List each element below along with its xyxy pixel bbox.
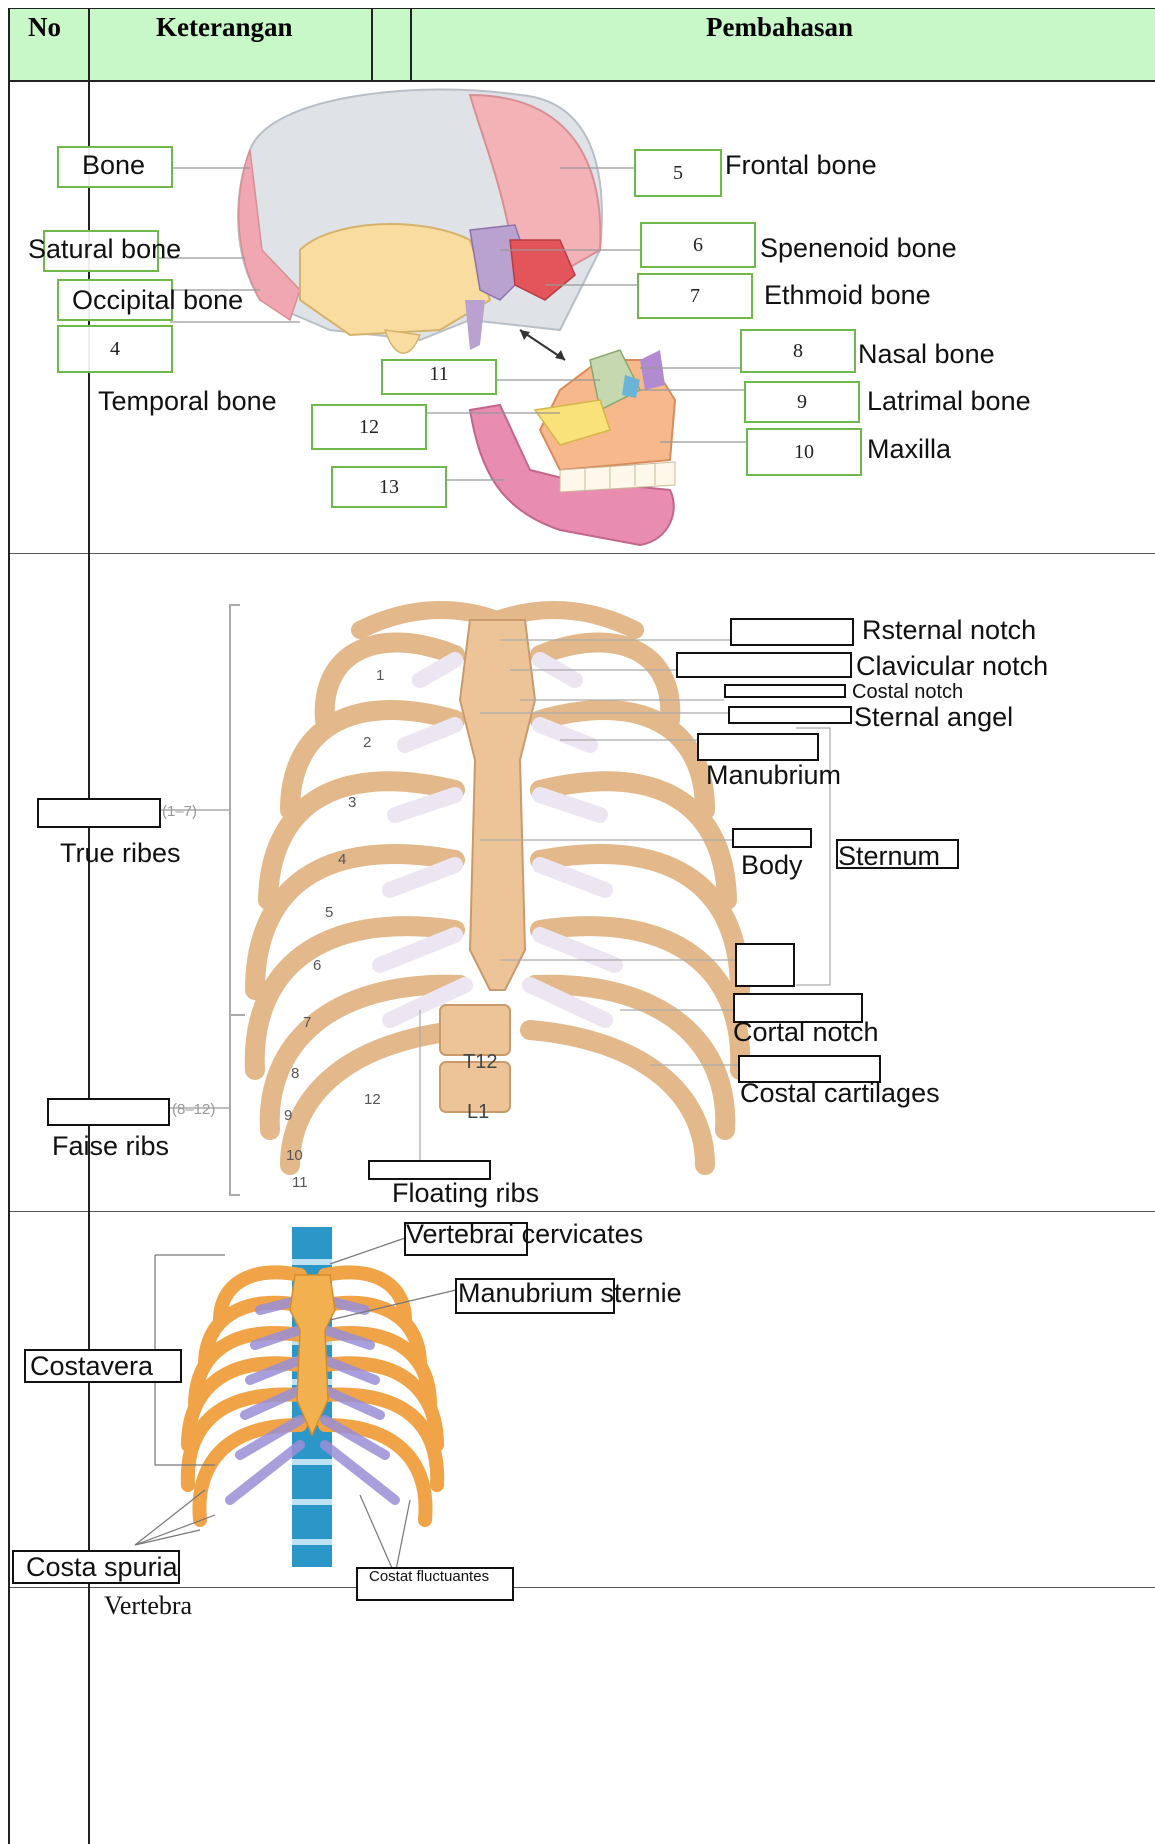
label-costa-spuria: Costa spuria: [26, 1554, 178, 1581]
label-manubrium-sternie: Manubrium sternie: [458, 1280, 682, 1307]
label-vertebrai-cervicates: Vertebrai cervicates: [406, 1221, 643, 1248]
label-costavera: Costavera: [30, 1353, 153, 1380]
label-costat-fluctuantes: Costat fluctuantes: [369, 1569, 489, 1584]
label-vertebra: Vertebra: [104, 1593, 192, 1619]
